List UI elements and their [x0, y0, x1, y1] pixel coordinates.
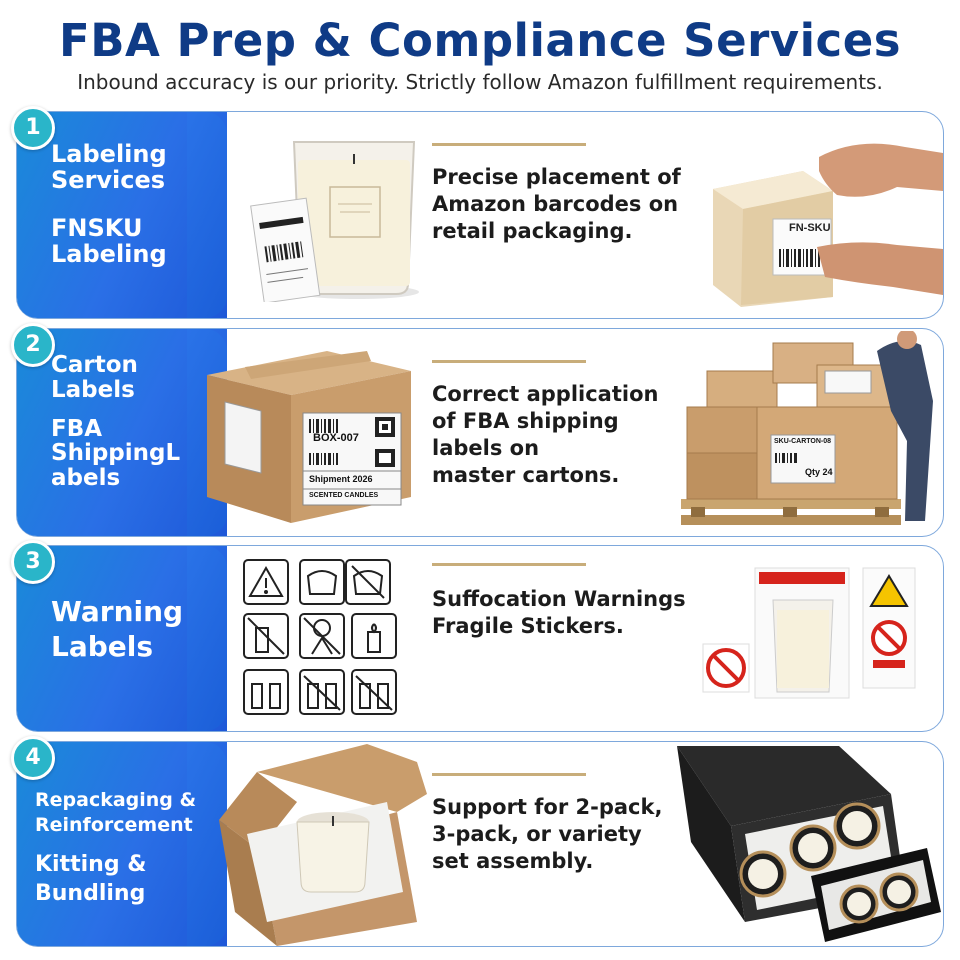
service-description: Suffocation Warnings Fragile Stickers.: [432, 587, 686, 638]
accent-rule: [432, 143, 586, 146]
service-label-panel: [17, 546, 227, 731]
step-number-badge: 2: [11, 323, 55, 367]
qty-text: Qty 24: [805, 467, 833, 477]
sku-carton-text: SKU-CARTON-08: [774, 438, 832, 445]
contents-text: SCENTED CANDLES: [309, 492, 379, 499]
service-card-repackaging: 4 Repackaging & Reinforcement Kitting & …: [11, 736, 944, 947]
service-label: Repackaging & Reinforcement Kitting & Bu…: [35, 789, 197, 906]
page-subtitle: Inbound accuracy is our priority. Strict…: [77, 70, 883, 94]
service-card-warning-labels: 3 Warning Labels Suffocation Warnings Fr…: [11, 540, 944, 732]
accent-rule: [432, 360, 586, 363]
service-label: Warning Labels: [51, 595, 184, 663]
accent-rule: [432, 773, 586, 776]
shipment-text: Shipment 2026: [309, 474, 373, 484]
service-label-panel: [17, 742, 227, 946]
hands-applying-label-icon: FN-SKU: [707, 127, 943, 307]
fnsku-sticker-text: FN-SKU: [789, 222, 831, 234]
cardboard-box-icon: BOX-007 Shipment 2026 SCENTED CANDLES: [205, 347, 415, 527]
warning-icons-grid: [243, 559, 397, 715]
warning-stickers-photo: [702, 567, 916, 699]
carton-id-text: BOX-007: [313, 432, 359, 444]
service-description: Support for 2-pack, 3-pack, or variety s…: [432, 795, 663, 873]
service-card-labeling: 1 Labeling Services FNSKU Labeling: [11, 106, 944, 319]
service-card-carton-labels: 2 Carton Labels FBA ShippingL abels: [11, 323, 944, 537]
candle-jar-icon: [250, 141, 419, 302]
step-number-badge: 4: [11, 736, 55, 780]
service-label: Labeling Services FNSKU Labeling: [51, 140, 167, 268]
pallet-cartons-icon: SKU-CARTON-08 Qty 24: [677, 331, 941, 533]
service-label-panel: [17, 112, 227, 318]
service-description: Correct application of FBA shipping labe…: [432, 382, 659, 487]
service-description: Precise placement of Amazon barcodes on …: [432, 165, 681, 243]
page-title: FBA Prep & Compliance Services: [58, 14, 902, 67]
accent-rule: [432, 563, 586, 566]
open-box-candle-icon: [219, 744, 427, 946]
gift-box-candles-icon: [677, 746, 941, 942]
service-label: Carton Labels FBA ShippingL abels: [51, 352, 181, 492]
step-number-badge: 3: [11, 540, 55, 584]
step-number-badge: 1: [11, 106, 55, 150]
